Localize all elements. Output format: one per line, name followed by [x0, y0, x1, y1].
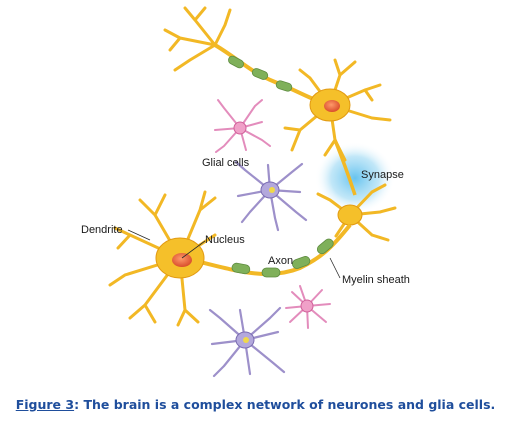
glial-cell-purple-mid	[234, 160, 308, 232]
right-neuron-dendrites	[316, 183, 397, 242]
caption-label: Figure 3	[15, 397, 75, 412]
glial-cell-purple-bottom	[208, 306, 286, 378]
caption-separator: :	[74, 397, 84, 412]
dendrite-leader	[127, 229, 151, 241]
glial-cell-pink-bottom	[285, 285, 331, 329]
nucleus-leader	[181, 240, 206, 259]
label-synapse: Synapse	[361, 169, 404, 181]
label-glial-cells: Glial cells	[202, 157, 250, 169]
synapse-axon-terminal	[333, 139, 357, 196]
label-axon: Axon	[268, 255, 293, 267]
label-dendrite: Dendrite	[81, 224, 123, 236]
top-neuron-axon	[213, 43, 331, 107]
label-nucleus: Nucleus	[205, 234, 245, 246]
right-neuron-body	[337, 204, 363, 226]
glial-cell-pink-top	[214, 99, 271, 153]
myelin-leader	[329, 257, 341, 279]
figure-caption: Figure 3: The brain is a complex network…	[0, 397, 511, 412]
main-myelin	[231, 238, 334, 278]
main-neuron-nucleus	[172, 253, 192, 267]
label-myelin-sheath: Myelin sheath	[342, 274, 410, 286]
top-neuron-nucleus	[324, 100, 340, 112]
synapse-glow	[315, 142, 395, 214]
top-myelin	[228, 55, 293, 92]
caption-text: The brain is a complex network of neuron…	[83, 397, 496, 412]
main-neuron-dendrites	[108, 190, 217, 327]
